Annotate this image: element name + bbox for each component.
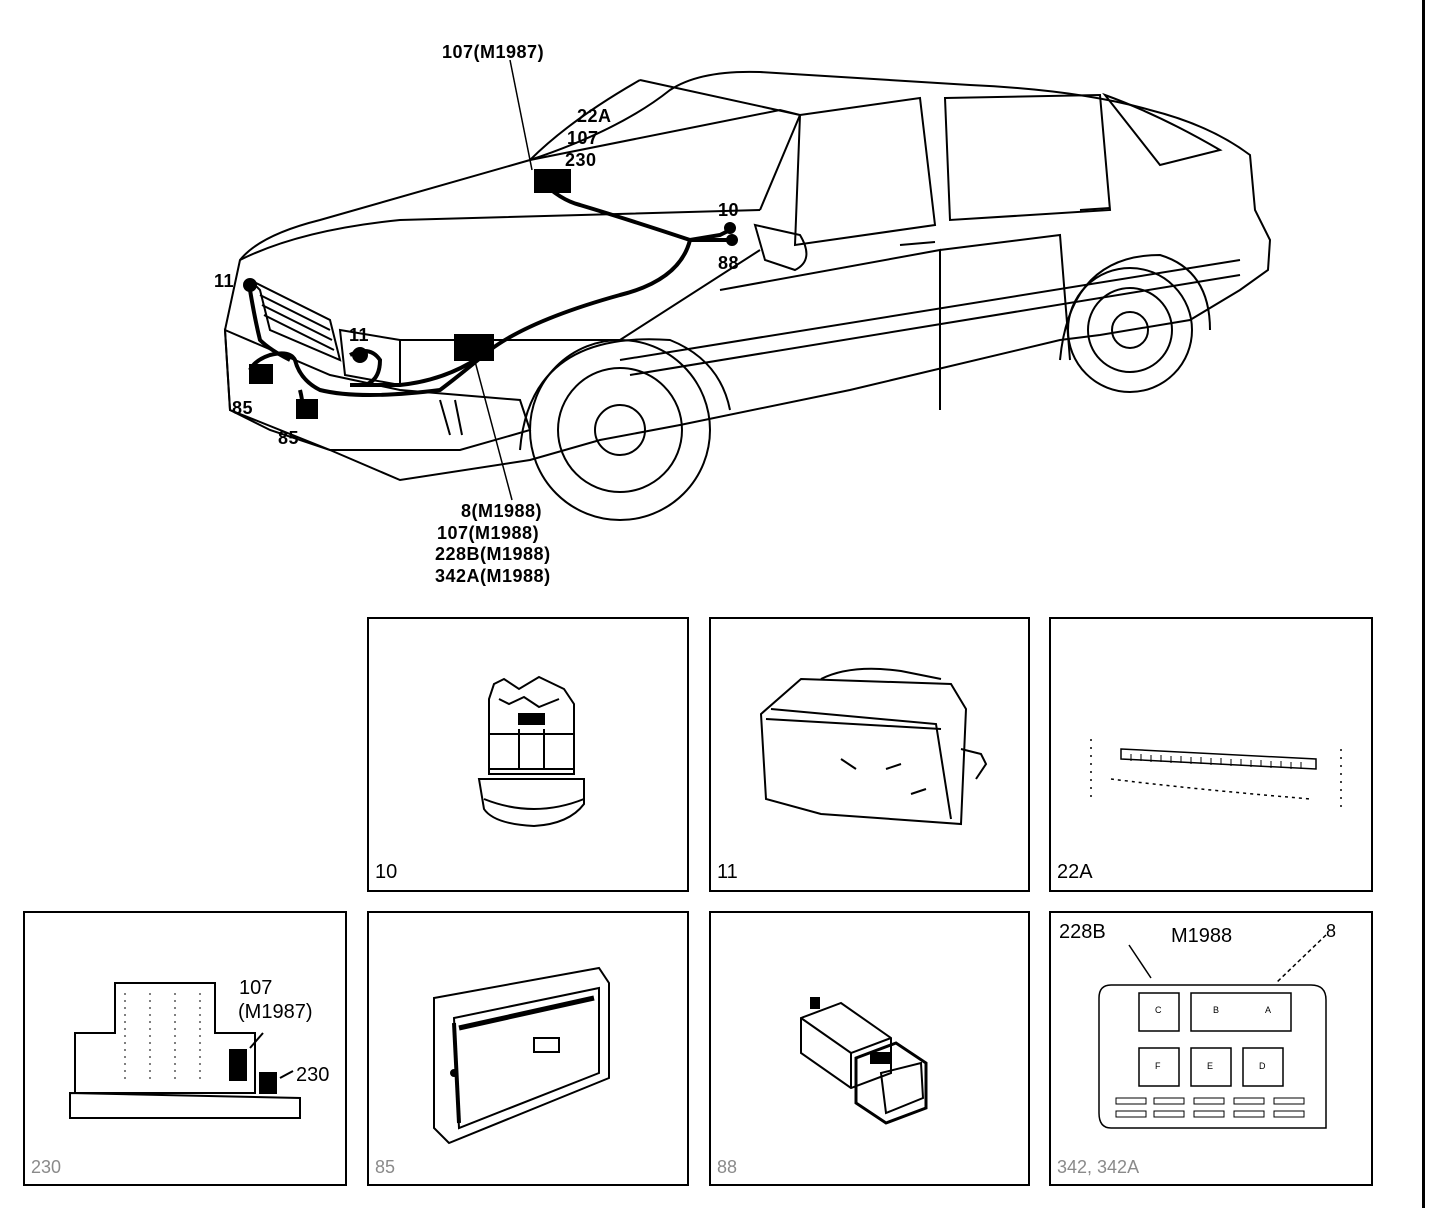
callout-85-b: 85 — [278, 428, 300, 448]
panel-component-11: 11 — [709, 617, 1030, 892]
side-molding-2 — [629, 274, 1241, 376]
windshield — [529, 79, 801, 211]
car-body-outline — [223, 70, 1272, 482]
leader-lines — [471, 59, 533, 501]
grille-bars — [259, 294, 335, 351]
rear-quarter-window — [1102, 92, 1223, 167]
panel-88-label: 88 — [717, 1157, 738, 1177]
panel-107-callout-230: 230 — [296, 1064, 330, 1086]
fuse-callout-m1988: M1988 — [1171, 925, 1233, 947]
relay-e: E — [1207, 1061, 1214, 1071]
connector-11-right — [352, 347, 368, 363]
panel-85-label: 85 — [375, 1157, 396, 1177]
connector-10 — [724, 222, 736, 234]
callout-107: 107 — [567, 128, 599, 148]
connector-88 — [726, 234, 738, 246]
panel-fuse-label: 342, 342A — [1057, 1157, 1140, 1177]
front-wheel-arch — [519, 338, 731, 451]
panel-107-callout-m1987: (M1987) — [238, 1001, 313, 1023]
switch-drawing — [800, 997, 928, 1125]
callout-11-right: 11 — [349, 325, 370, 345]
door-line-rear — [939, 233, 1071, 361]
panel-component-22a: 22A — [1049, 617, 1373, 892]
door-handle-rear — [1079, 207, 1111, 211]
side-molding — [619, 259, 1241, 361]
relay-d: D — [1259, 1061, 1266, 1071]
panel-component-85: 85 — [367, 911, 689, 1186]
page-border-rule — [1422, 0, 1425, 1208]
fuse-callout-8: 8 — [1326, 921, 1337, 941]
callout-88: 88 — [718, 253, 740, 273]
panel-11-label: 11 — [717, 861, 738, 883]
connector-harness-block — [454, 334, 494, 361]
relay-f: F — [1155, 1061, 1161, 1071]
callout-230: 230 — [565, 150, 597, 170]
connector-85-b — [296, 399, 318, 419]
side-mirror — [753, 223, 808, 272]
panel-22a-label: 22A — [1057, 861, 1093, 883]
callout-bottom-3: 228B(M1988) — [435, 544, 551, 564]
panel-component-107-230: 107 (M1987) 230 230 — [23, 911, 347, 1186]
panel-107-callout-107: 107 — [239, 977, 273, 999]
connector-22a-block — [534, 169, 571, 193]
connector-85-a — [249, 364, 273, 384]
callout-bottom-1: 8(M1988) — [461, 501, 543, 521]
headlamp-drawing — [759, 667, 988, 826]
hood-line-2 — [400, 249, 761, 341]
callout-bottom-2: 107(M1988) — [437, 523, 540, 543]
panel-component-88: 88 — [709, 911, 1030, 1186]
bumper-detail — [439, 399, 463, 436]
connector-strip-drawing — [1090, 739, 1342, 809]
relay-a: A — [1265, 1005, 1272, 1015]
callout-10: 10 — [718, 200, 740, 220]
panel-fuse-relay-box: 228B M1988 8 C B A F E D 342, 342A — [1049, 911, 1373, 1186]
door-handle-front — [899, 241, 936, 246]
callout-107-m1987: 107(M1987) — [442, 42, 545, 62]
callout-11-left: 11 — [214, 271, 235, 291]
relay-b: B — [1213, 1005, 1220, 1015]
connector-11-left — [243, 278, 257, 292]
car-wiring-illustration — [223, 59, 1272, 521]
fuse-callout-228b: 228B — [1059, 921, 1106, 943]
front-wheel — [529, 339, 711, 521]
wiring-harness — [248, 178, 731, 417]
hood-line — [239, 209, 761, 261]
panel-component-10: 10 — [367, 617, 689, 892]
callout-bottom-4: 342A(M1988) — [435, 566, 551, 586]
callout-85-a: 85 — [232, 398, 254, 418]
panel-107-label: 230 — [31, 1157, 62, 1177]
fog-lamp-drawing — [433, 966, 610, 1145]
panel-10-label: 10 — [375, 861, 398, 883]
front-door-window — [793, 96, 937, 247]
fuse-box-drawing — [1098, 934, 1327, 1129]
control-unit-drawing — [69, 982, 301, 1119]
relay-c: C — [1155, 1005, 1162, 1015]
bulb-socket-drawing — [477, 675, 585, 828]
rear-door-window — [943, 93, 1112, 222]
callout-22a: 22A — [577, 106, 612, 126]
rear-wheel-arch — [1059, 253, 1211, 361]
grille — [249, 279, 342, 362]
rear-wheel — [1067, 267, 1193, 393]
